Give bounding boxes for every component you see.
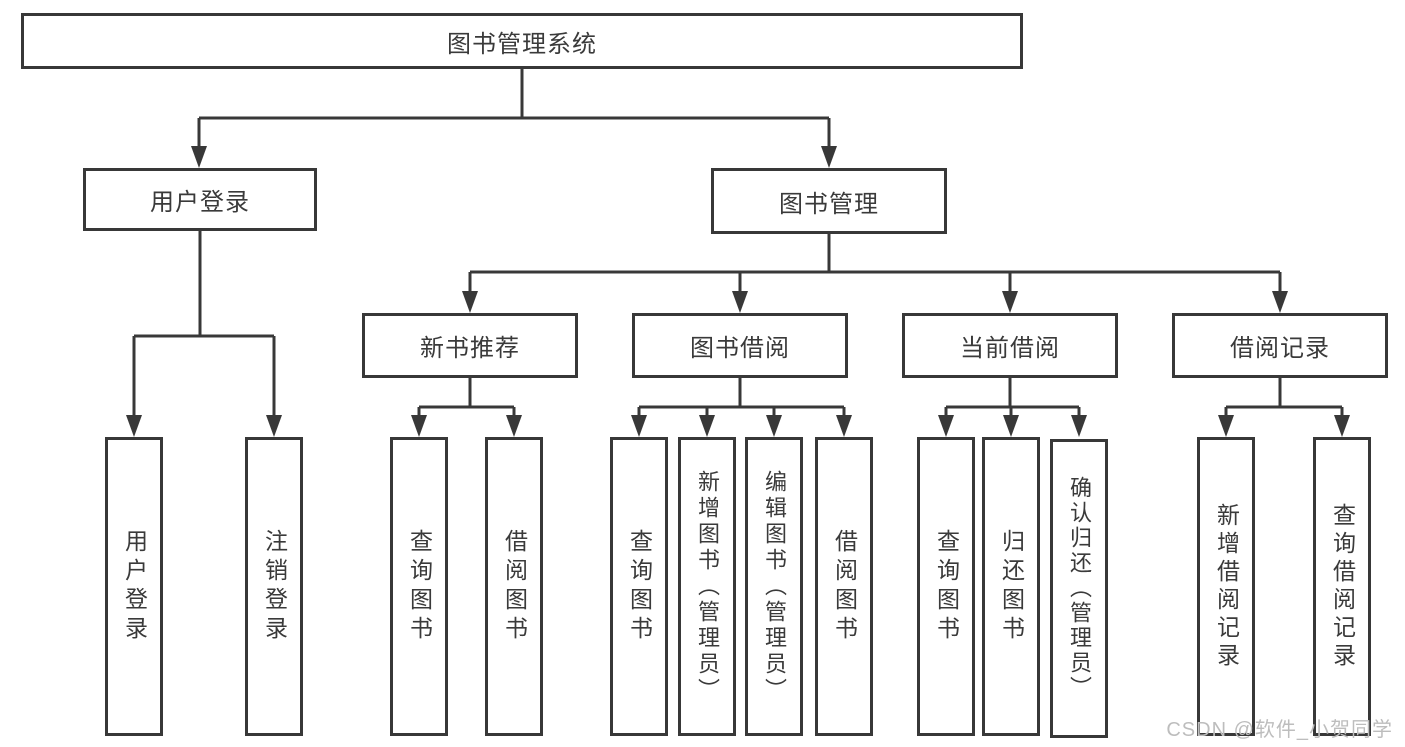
- leaf-borrow-book-1: 借阅图书: [485, 437, 543, 736]
- leaf-label: 借阅图书: [831, 528, 858, 645]
- node-label: 新书推荐: [420, 335, 520, 362]
- leaf-return-book: 归还图书: [982, 437, 1040, 736]
- leaf-add-borrow-record: 新增借阅记录: [1197, 437, 1255, 736]
- leaf-label: 查询图书: [626, 528, 653, 645]
- leaf-label: 查询借阅记录: [1329, 502, 1356, 671]
- leaf-label: 新增图书（管理员）: [695, 469, 720, 704]
- node-book-management: 图书管理: [711, 168, 947, 234]
- node-label: 当前借阅: [960, 335, 1060, 362]
- node-label: 用户登录: [150, 189, 250, 216]
- leaf-borrow-book-2: 借阅图书: [815, 437, 873, 736]
- leaf-label: 确认归还（管理员）: [1067, 476, 1092, 701]
- leaf-label: 注销登录: [261, 528, 288, 645]
- node-user-login-group: 用户登录: [83, 168, 317, 231]
- leaf-query-borrow-record: 查询借阅记录: [1313, 437, 1371, 736]
- node-library-management-system: 图书管理系统: [21, 13, 1023, 69]
- node-current-borrow: 当前借阅: [902, 313, 1118, 378]
- node-label: 图书借阅: [690, 335, 790, 362]
- leaf-query-book-1: 查询图书: [390, 437, 448, 736]
- node-label: 借阅记录: [1230, 335, 1330, 362]
- leaf-query-book-3: 查询图书: [917, 437, 975, 736]
- leaf-label: 查询图书: [406, 528, 433, 645]
- csdn-watermark: CSDN @软件_小贺同学: [1166, 719, 1393, 741]
- leaf-label: 归还图书: [998, 528, 1025, 645]
- leaf-edit-book-admin: 编辑图书（管理员）: [745, 437, 803, 736]
- leaf-label: 查询图书: [933, 528, 960, 645]
- leaf-add-book-admin: 新增图书（管理员）: [678, 437, 736, 736]
- node-borrow-records: 借阅记录: [1172, 313, 1388, 378]
- leaf-label: 用户登录: [121, 528, 148, 645]
- leaf-user-login: 用户登录: [105, 437, 163, 736]
- node-label: 图书管理: [779, 190, 879, 218]
- node-book-borrow: 图书借阅: [632, 313, 848, 378]
- leaf-label: 借阅图书: [501, 528, 528, 645]
- leaf-confirm-return-admin: 确认归还（管理员）: [1050, 439, 1108, 738]
- node-new-book-recommend: 新书推荐: [362, 313, 578, 378]
- leaf-query-book-2: 查询图书: [610, 437, 668, 736]
- leaf-logout: 注销登录: [245, 437, 303, 736]
- leaf-label: 新增借阅记录: [1213, 502, 1240, 671]
- node-label: 图书管理系统: [447, 30, 597, 58]
- leaf-label: 编辑图书（管理员）: [762, 469, 787, 704]
